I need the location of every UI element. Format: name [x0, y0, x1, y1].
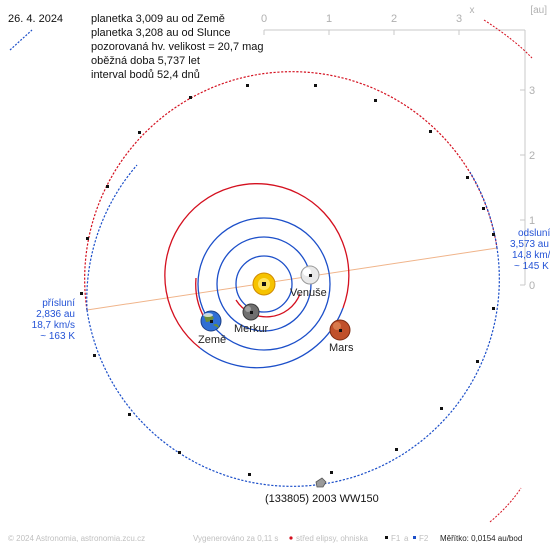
mercury-icon	[242, 303, 260, 321]
asteroid-orbit-red-part	[84, 71, 498, 311]
f1-marker-icon	[385, 536, 388, 539]
perihelion-temperature: ~ 163 K	[40, 331, 75, 342]
mercury-label: Merkur	[234, 323, 269, 335]
footer-generated: Vygenerováno za 0,11 s	[193, 534, 278, 543]
earth-icon	[200, 310, 222, 332]
asteroid-orbit-blue-right	[469, 171, 498, 249]
x-tick-3: 3	[456, 13, 462, 25]
x-tick-1: 1	[326, 13, 332, 25]
corner-marker-bottom-right	[489, 487, 522, 523]
asteroid-orbit-blue-part	[86, 247, 500, 487]
perihelion-info: přísluní 2,836 au 18,7 km/s ~ 163 K	[32, 298, 76, 342]
f2-marker-icon	[413, 536, 416, 539]
asteroid-label: (133805) 2003 WW150	[265, 493, 379, 505]
aphelion-temperature: ~ 145 K	[514, 261, 549, 272]
info-line-magnitude: pozorovaná hv. velikost = 20,7 mag	[91, 41, 264, 53]
venus-label: Venuše	[290, 287, 327, 299]
asteroid-orbit-markers	[80, 84, 495, 476]
x-axis-letter: x	[470, 5, 475, 16]
info-line-period: oběžná doba 5,737 let	[91, 55, 200, 67]
x-tick-2: 2	[391, 13, 397, 25]
axis-unit: [au]	[530, 5, 547, 16]
mars-inner-red	[235, 293, 301, 318]
earth-orbit	[197, 217, 331, 351]
perihelion-velocity: 18,7 km/s	[32, 320, 75, 331]
footer: © 2024 Astronomia, astronomia.zcu.cz Vyg…	[8, 534, 522, 543]
corner-marker-top-right	[483, 19, 533, 59]
footer-copyright: © 2024 Astronomia, astronomia.zcu.cz	[8, 534, 145, 543]
earth-label: Země	[198, 334, 226, 346]
info-line-earth-distance: planetka 3,009 au od Země	[91, 13, 225, 25]
mercury-orbit	[235, 255, 293, 313]
perihelion-distance: 2,836 au	[36, 309, 75, 320]
perihelion-title: přísluní	[42, 298, 75, 309]
y-tick-1: 1	[529, 215, 535, 227]
footer-legend-a: a	[404, 534, 409, 543]
y-tick-0: 0	[529, 280, 535, 292]
mars-icon	[329, 319, 351, 341]
y-tick-2: 2	[529, 150, 535, 162]
venus-icon	[300, 265, 320, 285]
center-marker-icon	[289, 536, 293, 540]
x-tick-0: 0	[261, 13, 267, 25]
info-line-sun-distance: planetka 3,208 au od Slunce	[91, 27, 230, 39]
footer-legend-f2: F2	[419, 534, 429, 543]
info-block: planetka 3,009 au od Země planetka 3,208…	[91, 13, 264, 81]
sun-icon	[252, 272, 276, 296]
aphelion-title: odsluní	[518, 228, 550, 239]
aphelion-velocity: 14,8 km/s	[512, 250, 550, 261]
date-label: 26. 4. 2024	[8, 13, 63, 25]
footer-legend-center: střed elipsy, ohniska	[296, 534, 368, 543]
y-tick-3: 3	[529, 85, 535, 97]
info-line-interval: interval bodů 52,4 dnů	[91, 69, 200, 81]
aphelion-distance: 3,573 au	[510, 239, 549, 250]
asteroid-icon	[315, 477, 327, 488]
asteroid-orbit-blue-upper	[86, 164, 138, 311]
corner-marker-top-left	[9, 29, 33, 51]
aphelion-info: odsluní 3,573 au 14,8 km/s ~ 145 K	[510, 228, 550, 272]
mars-orbit-red	[164, 183, 350, 349]
footer-legend-f1: F1	[391, 534, 401, 543]
footer-scale: Měřítko: 0,0154 au/bod	[440, 534, 522, 543]
mars-label: Mars	[329, 342, 354, 354]
earth-inner-red	[195, 277, 206, 320]
coordinate-axes: 0 1 2 3 x [au] 3 2 1 0	[261, 5, 547, 292]
